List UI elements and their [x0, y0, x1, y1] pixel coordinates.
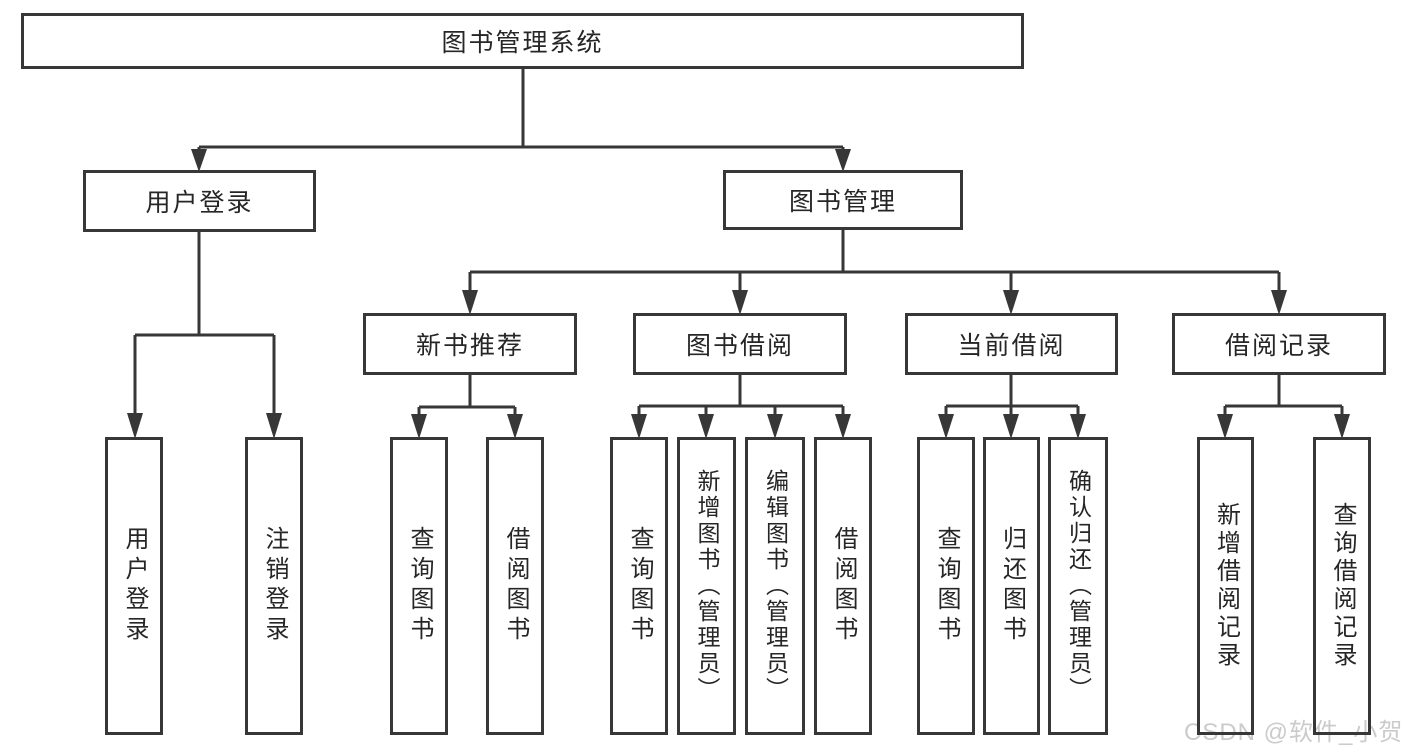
leaf-rec-borrow-books-label: 借阅图书 — [502, 526, 529, 646]
node-new-book-recommendation: 新书推荐 — [363, 313, 577, 375]
arrowhead — [835, 149, 851, 172]
connector-mgmt-to-level3 — [468, 230, 1281, 294]
leaf-br-add-record: 新增借阅记录 — [1197, 437, 1254, 735]
connector-paths — [133, 69, 1344, 418]
leaf-rec-query-books-label: 查询图书 — [406, 526, 433, 646]
leaf-bb-query-books: 查询图书 — [610, 437, 668, 735]
node-book-borrowing-label: 图书借阅 — [685, 332, 794, 360]
leaf-cb-confirm-return-admin-label: 确认归还（管理员） — [1065, 469, 1092, 703]
arrowhead — [1070, 414, 1086, 439]
leaf-br-add-record-label: 新增借阅记录 — [1212, 502, 1240, 670]
arrowhead — [507, 414, 523, 439]
leaf-logout: 注销登录 — [245, 437, 303, 735]
arrowhead — [732, 290, 748, 315]
leaf-br-query-record: 查询借阅记录 — [1313, 437, 1371, 735]
leaf-br-query-record-label: 查询借阅记录 — [1329, 502, 1356, 670]
leaf-cb-query-books-label: 查询图书 — [933, 526, 960, 646]
arrowheads — [127, 149, 1350, 439]
node-root-label: 图书管理系统 — [441, 29, 604, 57]
leaf-bb-borrow-books: 借阅图书 — [814, 437, 872, 735]
arrowhead — [631, 414, 647, 439]
node-current-borrowing: 当前借阅 — [905, 313, 1118, 375]
connector-current-to-leaves — [944, 375, 1080, 417]
arrowhead — [266, 413, 282, 439]
leaf-bb-borrow-books-label: 借阅图书 — [830, 526, 857, 646]
connector-login-to-leaves — [133, 232, 276, 418]
arrowhead — [835, 414, 851, 439]
connector-records-to-leaves — [1223, 375, 1344, 417]
node-book-management: 图书管理 — [723, 170, 963, 230]
leaf-rec-borrow-books: 借阅图书 — [486, 437, 544, 735]
arrowhead — [938, 414, 954, 439]
arrowhead — [767, 414, 783, 439]
node-book-borrowing: 图书借阅 — [633, 313, 847, 375]
connector-borrow-to-leaves — [637, 375, 845, 417]
leaf-user-login-label: 用户登录 — [121, 526, 148, 646]
arrowhead — [411, 414, 427, 439]
leaf-cb-return-books: 归还图书 — [983, 437, 1040, 735]
leaf-bb-query-books-label: 查询图书 — [626, 526, 653, 646]
leaf-bb-add-books-admin: 新增图书（管理员） — [677, 437, 736, 735]
arrowhead — [698, 414, 714, 439]
arrowhead — [1003, 290, 1019, 315]
node-current-borrowing-label: 当前借阅 — [957, 332, 1066, 360]
connector-root-to-level2 — [197, 69, 845, 152]
node-new-book-recommendation-label: 新书推荐 — [415, 332, 524, 360]
csdn-watermark: CSDN @软件_小贺同学 — [1184, 719, 1405, 746]
arrowhead — [1334, 414, 1350, 439]
node-borrowing-records-label: 借阅记录 — [1224, 332, 1333, 360]
arrowhead — [1271, 290, 1287, 315]
arrowhead — [1003, 414, 1019, 439]
arrowhead — [1217, 414, 1233, 439]
leaf-cb-confirm-return-admin: 确认归还（管理员） — [1048, 437, 1108, 735]
leaf-bb-edit-books-admin: 编辑图书（管理员） — [745, 437, 805, 735]
arrowhead — [191, 149, 207, 172]
leaf-cb-query-books: 查询图书 — [917, 437, 975, 735]
arrowhead — [127, 413, 143, 439]
connector-rec-to-leaves — [417, 375, 517, 417]
arrowhead — [462, 290, 478, 315]
leaf-cb-return-books-label: 归还图书 — [998, 526, 1026, 646]
node-user-login: 用户登录 — [83, 170, 316, 232]
node-borrowing-records: 借阅记录 — [1172, 313, 1386, 375]
leaf-rec-query-books: 查询图书 — [390, 437, 448, 735]
leaf-logout-label: 注销登录 — [261, 526, 288, 646]
leaf-user-login: 用户登录 — [105, 437, 163, 735]
leaf-bb-edit-books-admin-label: 编辑图书（管理员） — [762, 469, 789, 703]
leaf-bb-add-books-admin-label: 新增图书（管理员） — [694, 469, 720, 703]
node-root: 图书管理系统 — [21, 13, 1024, 69]
node-book-management-label: 图书管理 — [788, 188, 897, 216]
node-user-login-label: 用户登录 — [145, 189, 254, 217]
